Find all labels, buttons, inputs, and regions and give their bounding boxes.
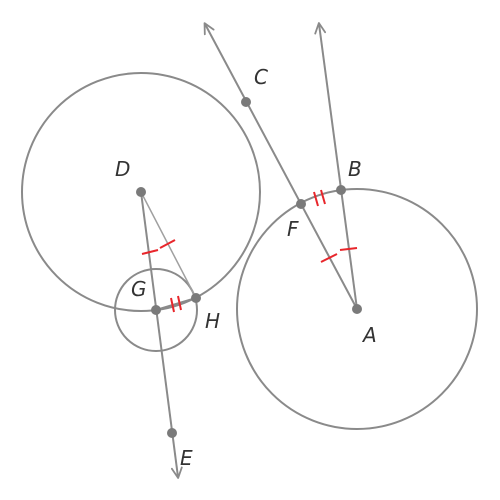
circle-centered-D xyxy=(21,72,261,312)
label-A: A xyxy=(361,323,377,347)
label-D: D xyxy=(115,157,130,181)
segment-D-H xyxy=(140,191,197,299)
label-F: F xyxy=(287,217,299,241)
point-D xyxy=(136,187,146,197)
label-E: E xyxy=(180,446,193,470)
point-E xyxy=(167,428,177,438)
ray-A-through-C xyxy=(203,22,358,310)
point-B xyxy=(336,185,346,195)
point-G xyxy=(151,305,161,315)
label-G: G xyxy=(131,277,147,301)
tick-mark-AB xyxy=(339,247,358,251)
circle-centered-A xyxy=(236,188,478,430)
point-F xyxy=(296,199,306,209)
label-H: H xyxy=(205,309,220,333)
point-C xyxy=(241,97,251,107)
segment-G-H xyxy=(155,297,197,311)
point-H xyxy=(191,293,201,303)
circle-centered-G xyxy=(114,268,198,352)
point-A xyxy=(352,304,362,314)
tick-mark-DG xyxy=(141,249,159,255)
label-C: C xyxy=(254,65,268,89)
tick-mark-DH xyxy=(159,239,176,249)
tick-mark-FB-double xyxy=(313,189,326,207)
tick-mark-AF xyxy=(320,253,338,263)
label-B: B xyxy=(348,157,362,181)
tick-mark-GH-double xyxy=(170,295,182,313)
ray-A-through-B xyxy=(314,22,358,310)
